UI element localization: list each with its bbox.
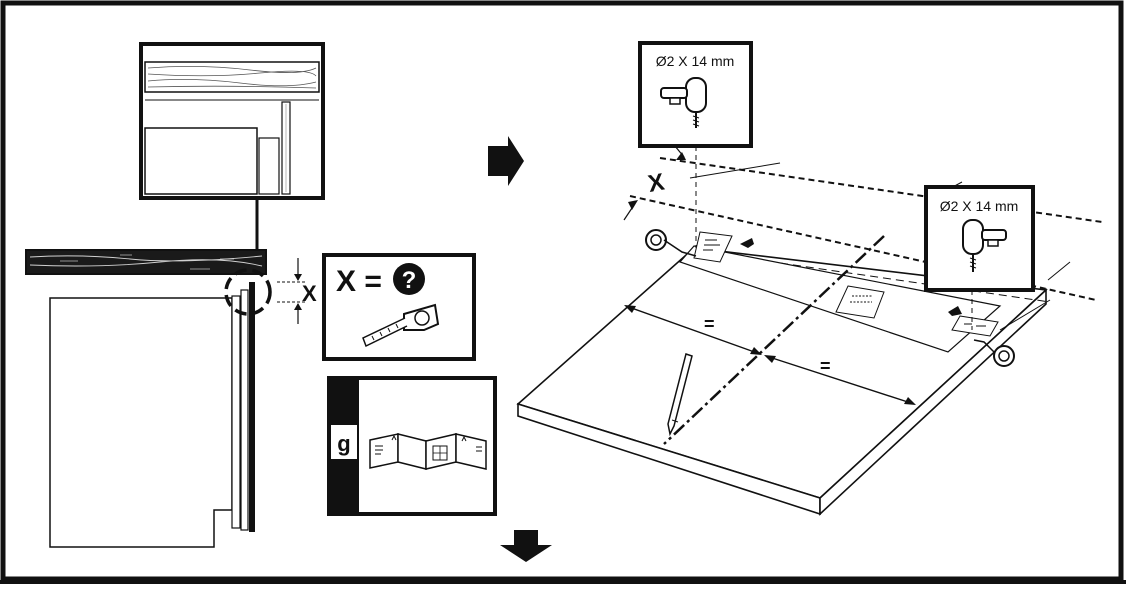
equal-right-label: = (820, 356, 831, 376)
template-letter: g (337, 431, 350, 456)
question-icon: ? (393, 263, 425, 295)
template-sheet-icon (369, 433, 487, 470)
pencil-icon (667, 353, 693, 437)
detail-circle (224, 268, 272, 316)
drill-box-left: Ø2 X 14 mm (638, 41, 753, 148)
question-mark: ? (402, 267, 417, 294)
offset-x-label: X (646, 169, 666, 198)
worktop (25, 249, 267, 275)
dishwasher-door (240, 289, 249, 531)
measure-x-box: X = ? (322, 253, 476, 361)
cabinet-body (49, 297, 233, 548)
worktop-perspective-view: = = X (516, 139, 1103, 516)
side-view-detail: X (25, 42, 325, 548)
drill-spec-right: Ø2 X 14 mm (940, 198, 1019, 214)
equal-left-label: = (704, 314, 715, 334)
drill-box-right: Ø2 X 14 mm (924, 185, 1035, 292)
drill-icon (962, 219, 1007, 272)
drill-spec-left: Ø2 X 14 mm (656, 53, 735, 69)
depth-x-label: X (302, 281, 317, 306)
arrow-right-icon (488, 136, 524, 186)
furniture-panel (249, 282, 255, 532)
template-box: g (327, 376, 497, 516)
x-equals-label: X = (336, 265, 382, 298)
hinge-icon (645, 229, 697, 257)
hinge-icon (973, 339, 1015, 367)
template-sheet (678, 245, 1002, 353)
drill-icon (660, 77, 707, 128)
inset-cabinet (144, 127, 258, 195)
center-line (663, 235, 885, 445)
arrow-down-icon (500, 530, 552, 562)
tape-measure-icon (362, 303, 440, 348)
